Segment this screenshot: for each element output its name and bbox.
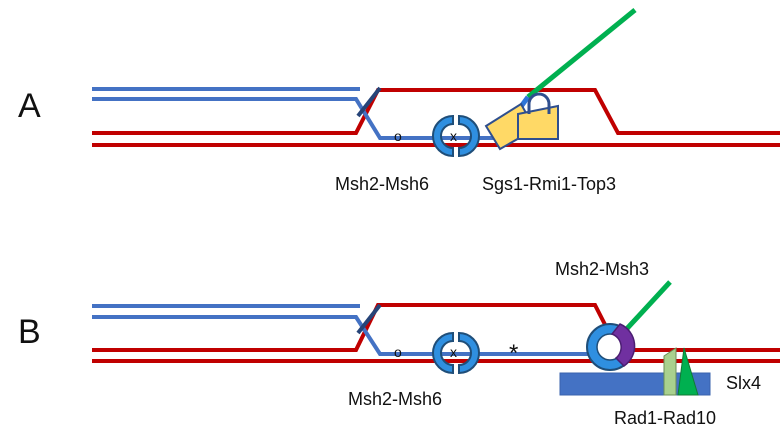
panel-a-letter: A: [18, 87, 41, 125]
panel-a-msh2-msh6-label: Msh2-Msh6: [335, 174, 429, 194]
panel-b-letter: B: [18, 313, 41, 351]
panel-a-sgs1-rmi1-top3-icon: [484, 92, 559, 151]
panel-b-msh2-msh6-icon: [432, 331, 480, 375]
panel-b-o-mark: o: [394, 344, 402, 360]
panel-a-x-mark: x: [450, 128, 457, 144]
panel-b-slx4-label: Slx4: [726, 373, 761, 393]
panel-b-star-mark: *: [509, 340, 518, 367]
panel-b-rad1-rad10-icon: [663, 347, 699, 396]
panel-b-rad1-rad10-label: Rad1-Rad10: [614, 408, 716, 428]
panel-b-red-bubble-strand: [92, 303, 780, 352]
panel-b-msh2-msh6-label: Msh2-Msh6: [348, 389, 442, 409]
panel-b-msh2-msh3-label: Msh2-Msh3: [555, 259, 649, 279]
panel-a-msh2-msh6-icon: [432, 114, 480, 158]
panel-b-blue-crossing-strand: [356, 303, 382, 335]
panel-b-blue-invading-strand: [92, 315, 608, 356]
panel-a-unwound-green-strand: [526, 8, 637, 99]
panel-a-blue-crossing-strand: [356, 86, 382, 118]
panel-b-x-mark: x: [450, 344, 457, 360]
panel-a-red-bubble-strand: [92, 88, 780, 135]
panel-b: B o x * Msh2-Msh3 Msh2-Msh6: [18, 259, 780, 428]
panel-b-msh2-msh3-icon: [586, 323, 636, 371]
panel-a-sgs1-rmi1-top3-label: Sgs1-Rmi1-Top3: [482, 174, 616, 194]
panel-a-o-mark: o: [394, 128, 402, 144]
panel-a: A o x Msh2-Msh6 Sgs1-Rmi1-Top3: [18, 8, 780, 194]
